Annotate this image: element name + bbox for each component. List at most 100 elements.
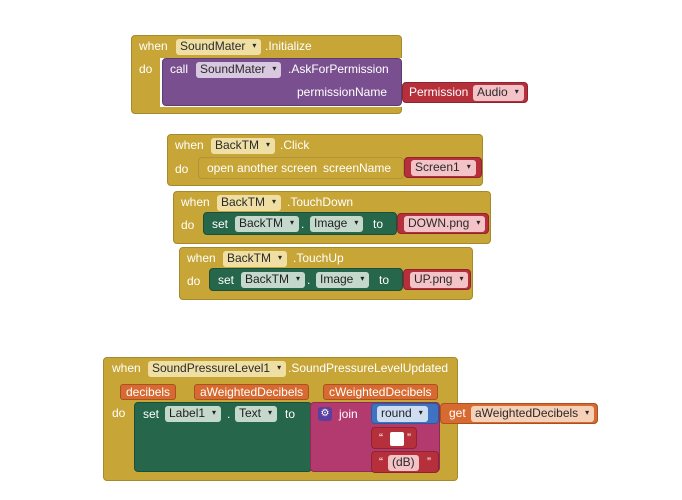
chevron-down-icon: ▾ [277,363,282,372]
screen-value-block[interactable]: Screen1 ▾ [404,157,482,178]
chevron-down-icon: ▾ [476,218,481,227]
property-name: Image [314,216,348,230]
dot-label: . [227,407,231,421]
round-dropdown[interactable]: round ▾ [377,406,428,422]
property-dropdown[interactable]: Image ▾ [316,272,370,288]
permission-label: Permission [409,85,469,99]
property-dropdown[interactable]: Image ▾ [310,216,364,232]
screen-name-label: screenName [323,161,392,175]
set-component-name: BackTM [245,272,290,286]
quote-close: ” [427,455,431,469]
chevron-down-icon: ▾ [459,274,464,283]
set-label: set [212,217,229,231]
chevron-down-icon: ▾ [290,218,295,227]
quote-open: “ [379,431,383,445]
get-variable-dropdown[interactable]: aWeightedDecibels ▾ [471,406,595,422]
component-name: BackTM [221,195,266,209]
call-ask-permission-block[interactable]: call SoundMater ▾ .AskForPermission perm… [162,58,402,106]
join-label: join [339,407,358,421]
image-value-dropdown[interactable]: UP.png ▾ [410,272,469,288]
permission-dropdown[interactable]: Audio ▾ [473,85,524,101]
component-dropdown[interactable]: SoundPressureLevel1 ▾ [148,361,287,377]
db-text-field[interactable]: (dB) [388,455,419,471]
chevron-down-icon: ▾ [212,408,217,417]
component-name: BackTM [227,251,272,265]
property-name: Text [239,406,262,420]
chevron-down-icon: ▾ [585,408,590,417]
call-label: call [170,62,189,76]
do-label: do [181,218,195,232]
to-label: to [379,273,390,287]
chevron-down-icon: ▾ [514,87,519,96]
gear-icon[interactable]: ⚙ [318,407,332,421]
set-image-block[interactable]: set BackTM ▾ . Image ▾ to [203,212,397,235]
chevron-down-icon: ▾ [266,140,271,149]
when-label: when [181,195,210,209]
component-dropdown[interactable]: SoundMater ▾ [176,39,262,55]
set-component-dropdown[interactable]: Label1 ▾ [165,406,222,422]
chevron-down-icon: ▾ [252,41,257,50]
get-variable-block[interactable]: get aWeightedDecibels ▾ [440,403,598,424]
set-component-dropdown[interactable]: BackTM ▾ [235,216,300,232]
call-component-name: SoundMater [200,62,266,76]
get-label: get [449,406,466,420]
event-name: .TouchDown [287,195,354,209]
chevron-down-icon: ▾ [278,253,283,262]
property-dropdown[interactable]: Text ▾ [235,406,278,422]
property-name: Image [320,272,354,286]
image-value-dropdown[interactable]: DOWN.png ▾ [404,216,486,232]
up-png-block[interactable]: UP.png ▾ [403,269,471,290]
chevron-down-icon: ▾ [360,274,365,283]
image-value: UP.png [414,272,453,286]
permission-value: Audio [477,85,508,99]
text-input[interactable] [390,432,404,446]
param-a-weighted-decibels[interactable]: aWeightedDecibels [194,384,310,400]
empty-text-block[interactable]: “ ” [371,427,417,449]
when-label: when [175,138,204,152]
permission-block[interactable]: Permission Audio ▾ [402,82,528,103]
round-block[interactable]: round ▾ [371,403,439,424]
screen-dropdown[interactable]: Screen1 ▾ [411,160,476,176]
call-component-dropdown[interactable]: SoundMater ▾ [196,62,282,78]
set-label: set [218,273,235,287]
open-another-screen-block[interactable]: open another screen screenName [198,157,404,179]
param-c-weighted-decibels[interactable]: cWeightedDecibels [323,384,438,400]
set-component-name: Label1 [169,406,206,420]
set-component-name: BackTM [239,216,284,230]
quote-open: “ [379,455,383,469]
component-name: SoundMater [180,39,246,53]
event-name: .SoundPressureLevelUpdated [288,361,449,375]
component-dropdown[interactable]: BackTM ▾ [217,195,282,211]
when-label: when [139,39,168,53]
image-value: DOWN.png [408,216,470,230]
set-image-block[interactable]: set BackTM ▾ . Image ▾ to [209,268,403,291]
do-label: do [139,62,153,76]
open-screen-label: open another screen [207,161,318,175]
chevron-down-icon: ▾ [354,218,359,227]
dot-label: . [301,217,305,231]
chevron-down-icon: ▾ [272,64,277,73]
to-label: to [285,407,296,421]
permission-name-label: permissionName [297,85,388,99]
set-component-dropdown[interactable]: BackTM ▾ [241,272,306,288]
quote-close: ” [407,431,411,445]
event-name: .Click [280,138,310,152]
component-dropdown[interactable]: BackTM ▾ [211,138,276,154]
round-label: round [381,406,412,420]
to-label: to [373,217,384,231]
when-label: when [187,251,216,265]
set-label-text-block[interactable]: set Label1 ▾ . Text ▾ to [134,402,312,472]
down-png-block[interactable]: DOWN.png ▾ [397,213,489,234]
get-variable-name: aWeightedDecibels [475,406,579,420]
param-decibels[interactable]: decibels [120,384,177,400]
component-name: SoundPressureLevel1 [152,361,271,375]
screen-value: Screen1 [415,160,460,174]
method-name: .AskForPermission [288,62,389,76]
db-text-block[interactable]: “ (dB) ” [371,451,439,473]
chevron-down-icon: ▾ [296,274,301,283]
do-label: do [112,406,126,420]
do-label: do [187,274,201,288]
db-text-value: (dB) [392,455,415,469]
component-dropdown[interactable]: BackTM ▾ [223,251,288,267]
event-name: .TouchUp [293,251,344,265]
